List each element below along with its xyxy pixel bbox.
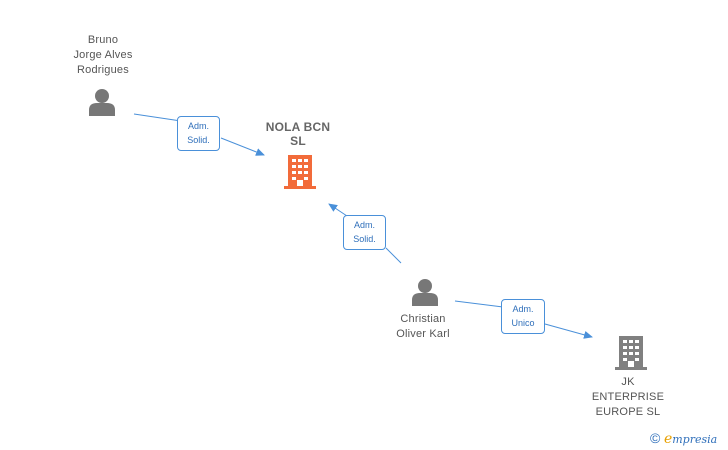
copyright-icon: © xyxy=(650,430,661,446)
label-line: Unico xyxy=(511,318,535,328)
company-label-nola-bcn[interactable]: NOLA BCN SL xyxy=(243,120,353,148)
label-line: SL xyxy=(290,134,306,148)
person-icon[interactable] xyxy=(412,279,438,306)
label-line: Bruno xyxy=(87,34,119,46)
building-icon[interactable] xyxy=(615,336,647,370)
person-icon[interactable] xyxy=(89,89,115,116)
company-label-jk-enterprise[interactable]: JK ENTERPRISE EUROPE SL xyxy=(573,375,683,420)
brand-logo-letter: e xyxy=(663,431,673,447)
label-line: JK xyxy=(621,376,635,388)
edge-bruno-to-nola xyxy=(133,113,264,155)
label-line: Jorge Alves xyxy=(73,49,133,61)
label-line: Adm. xyxy=(512,304,534,314)
label-line: EUROPE SL xyxy=(595,406,661,418)
label-line: Solid. xyxy=(353,234,376,244)
edge-label-bruno-nola: Adm. Solid. xyxy=(177,116,220,151)
person-label-christian[interactable]: Christian Oliver Karl xyxy=(368,312,478,342)
label-line: Rodrigues xyxy=(77,64,129,76)
edge-label-christian-nola: Adm. Solid. xyxy=(343,215,386,250)
label-line: NOLA BCN xyxy=(265,120,331,134)
label-line: ENTERPRISE xyxy=(591,391,665,403)
person-label-bruno[interactable]: Bruno Jorge Alves Rodrigues xyxy=(48,33,158,78)
label-line: Oliver Karl xyxy=(396,328,450,340)
label-line: Solid. xyxy=(187,135,210,145)
brand-logo-text: mpresia xyxy=(672,433,718,446)
label-line: Adm. xyxy=(187,121,209,131)
brand-watermark: © empresia xyxy=(650,430,717,447)
label-line: Christian xyxy=(400,313,446,325)
edge-label-christian-jk: Adm. Unico xyxy=(501,299,545,334)
label-line: Adm. xyxy=(353,220,375,230)
edge-christian-to-jk xyxy=(454,300,592,337)
building-icon[interactable] xyxy=(284,155,316,189)
